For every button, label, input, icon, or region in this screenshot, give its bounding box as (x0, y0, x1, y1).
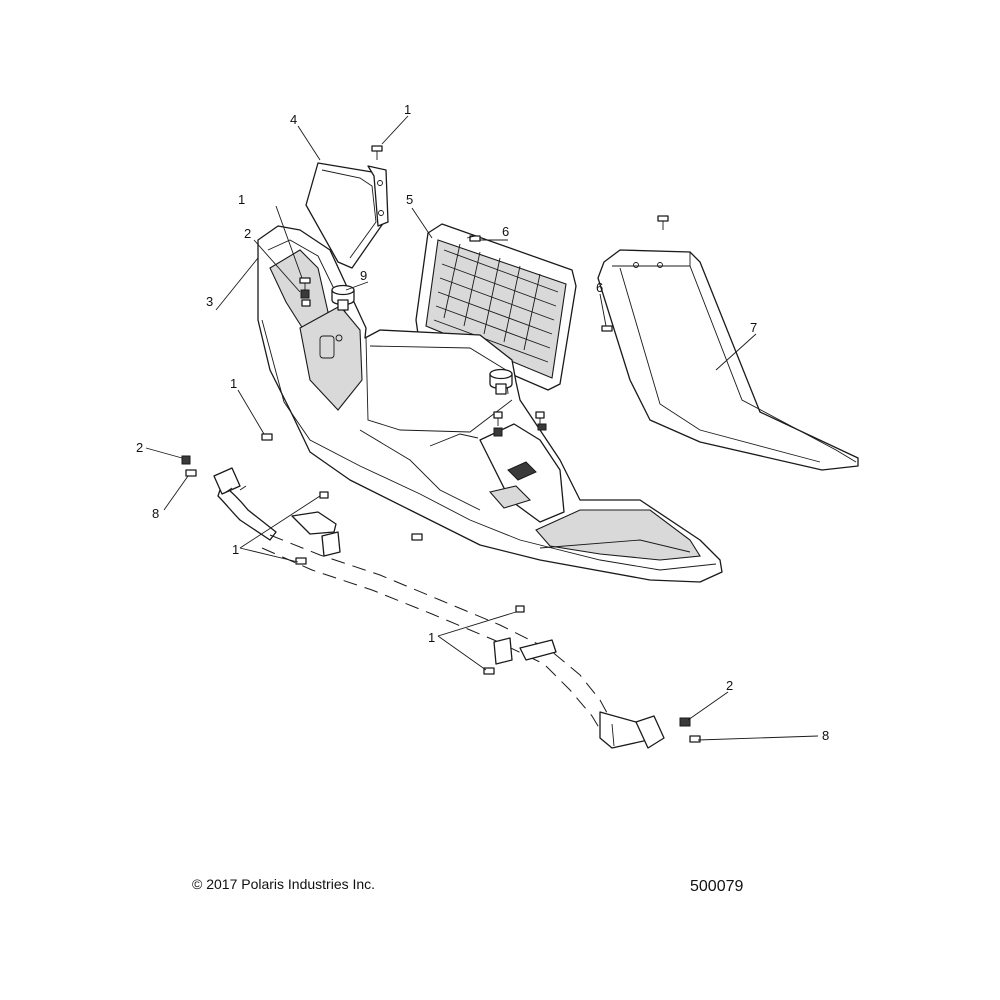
bumper-tube (213, 467, 665, 749)
tube-brackets (291, 511, 557, 665)
callout-9: 9 (360, 268, 367, 283)
fasteners (181, 145, 701, 743)
callout-1: 1 (404, 102, 411, 117)
leader-lines (145, 115, 819, 741)
callout-1: 1 (428, 630, 435, 645)
callout-1: 1 (232, 542, 239, 557)
part-9-grommet-right (489, 368, 513, 395)
callout-2: 2 (136, 440, 143, 455)
copyright-notice: © 2017 Polaris Industries Inc. (192, 876, 376, 892)
part-3-front-bumper (257, 225, 723, 583)
callout-2: 2 (244, 226, 251, 241)
part-9-grommet-left (331, 284, 355, 311)
callout-5: 5 (406, 192, 413, 207)
callout-1: 1 (230, 376, 237, 391)
callout-4: 4 (290, 112, 297, 127)
callout-2: 2 (726, 678, 733, 693)
part-7-side-panel (597, 249, 859, 471)
callout-6: 6 (596, 280, 603, 295)
drawing-number: 500079 (690, 878, 744, 895)
callout-6: 6 (502, 224, 509, 239)
callout-8: 8 (152, 506, 159, 521)
callout-1: 1 (238, 192, 245, 207)
part-4-deflector (305, 162, 389, 269)
callout-7: 7 (750, 320, 757, 335)
callout-3: 3 (206, 294, 213, 309)
callout-8: 8 (822, 728, 829, 743)
callout-labels: 1 1 1 1 1 2 2 2 3 4 5 6 6 7 8 8 9 (136, 102, 829, 743)
